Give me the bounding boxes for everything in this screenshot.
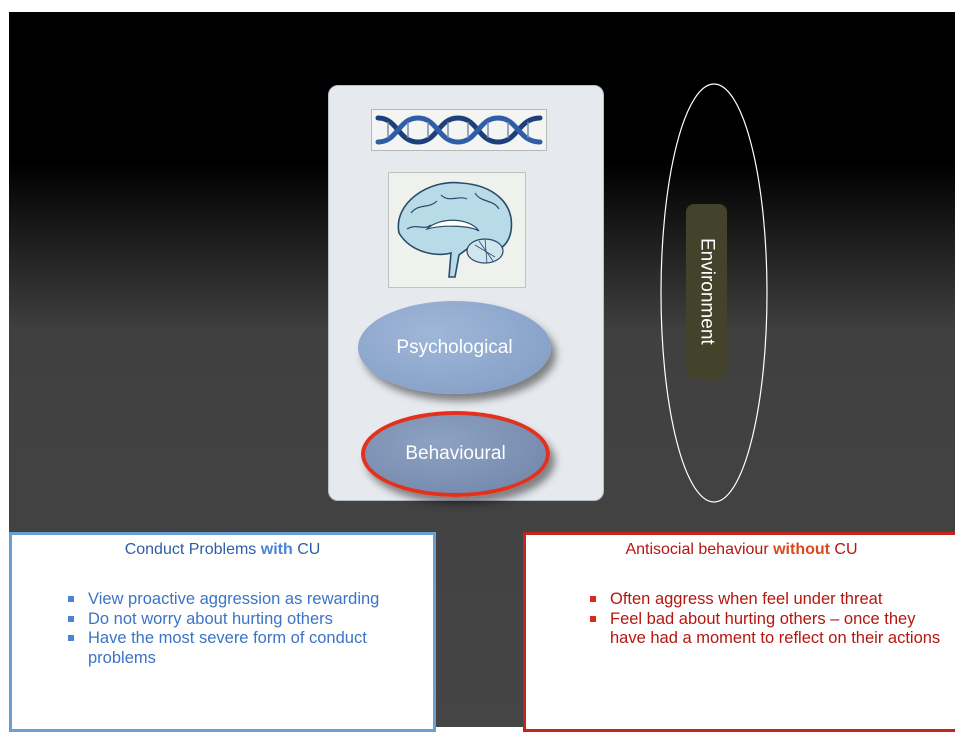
environment-box: Environment bbox=[686, 204, 727, 379]
with-cu-box: Conduct Problems with CU View proactive … bbox=[9, 532, 436, 732]
with-cu-title-prefix: Conduct Problems bbox=[124, 541, 261, 558]
behavioural-ellipse: Behavioural bbox=[361, 411, 550, 497]
list-item: Feel bad about hurting others – once the… bbox=[588, 610, 948, 649]
without-cu-title: Antisocial behaviour without CU bbox=[526, 541, 955, 559]
list-item-text: Do not worry about hurting others bbox=[88, 609, 333, 628]
psychological-ellipse: Psychological bbox=[358, 301, 551, 394]
with-cu-title-suffix: CU bbox=[292, 541, 321, 558]
dna-helix-image bbox=[371, 109, 547, 151]
without-cu-box: Antisocial behaviour without CU Often ag… bbox=[523, 532, 955, 732]
with-cu-list: View proactive aggression as rewarding D… bbox=[66, 590, 426, 668]
list-item-text: Have the most severe form of conduct pro… bbox=[88, 629, 367, 667]
without-cu-list: Often aggress when feel under threat Fee… bbox=[588, 590, 948, 649]
bullet-square-icon bbox=[68, 615, 74, 622]
list-item: Do not worry about hurting others bbox=[66, 610, 426, 630]
without-cu-title-prefix: Antisocial behaviour bbox=[625, 541, 774, 558]
list-item-text: View proactive aggression as rewarding bbox=[88, 590, 380, 608]
environment-outline bbox=[660, 83, 768, 503]
list-item: Often aggress when feel under threat bbox=[588, 590, 948, 610]
psychological-label: Psychological bbox=[396, 336, 513, 358]
with-cu-title-bold: with bbox=[260, 541, 293, 558]
brain-sagittal-image bbox=[388, 172, 526, 288]
without-cu-title-bold: without bbox=[773, 541, 830, 558]
list-item-text: Feel bad about hurting others – once the… bbox=[610, 609, 941, 648]
without-cu-title-suffix: CU bbox=[829, 541, 858, 558]
environment-label: Environment bbox=[696, 238, 718, 345]
bullet-square-icon bbox=[590, 615, 596, 622]
bullet-square-icon bbox=[68, 596, 74, 602]
list-item: View proactive aggression as rewarding bbox=[66, 590, 426, 610]
dna-helix-icon bbox=[375, 115, 543, 145]
bullet-square-icon bbox=[590, 596, 596, 602]
brain-icon bbox=[397, 181, 513, 278]
behavioural-label: Behavioural bbox=[405, 443, 506, 464]
list-item-text: Often aggress when feel under threat bbox=[610, 590, 883, 608]
list-item: Have the most severe form of conduct pro… bbox=[66, 629, 426, 668]
with-cu-title: Conduct Problems with CU bbox=[12, 541, 433, 559]
bullet-square-icon bbox=[68, 635, 74, 641]
